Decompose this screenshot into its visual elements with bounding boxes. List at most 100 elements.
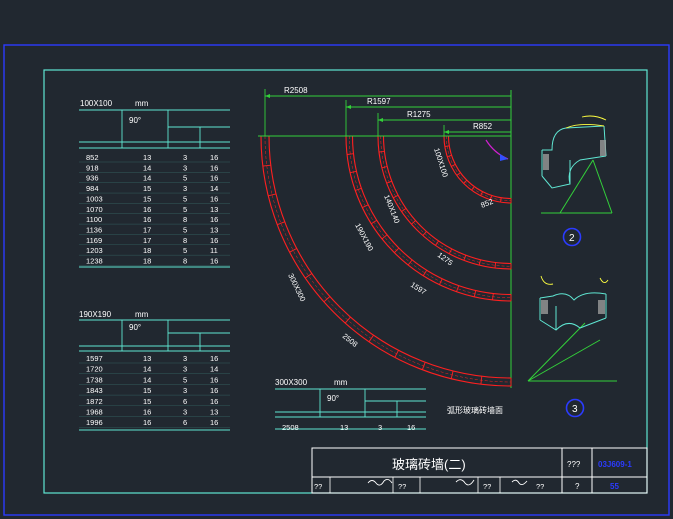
table-cell: 1597 bbox=[86, 354, 103, 363]
table-cell: 852 bbox=[86, 153, 99, 162]
table-cell: 3 bbox=[183, 163, 187, 172]
brick-joint bbox=[447, 154, 452, 158]
table-title: 190X190 bbox=[79, 310, 112, 319]
brick-joint bbox=[277, 221, 285, 226]
table-unit: mm bbox=[135, 310, 149, 319]
callout-3-label: 3 bbox=[572, 404, 578, 415]
brick-joint bbox=[344, 316, 351, 324]
title-block: 玻璃砖墙(二) ??? 03J609-1 ? 55 ?? ?? ?? ?? bbox=[311, 447, 648, 494]
table-cell: 14 bbox=[210, 184, 218, 193]
table-cell: 16 bbox=[407, 423, 415, 432]
table-cell: 16 bbox=[210, 236, 218, 245]
dim-r1597: R1597 bbox=[367, 97, 391, 106]
brick-joint bbox=[378, 150, 385, 153]
table-cell: 16 bbox=[210, 386, 218, 395]
brick-joint bbox=[478, 259, 481, 266]
arc-edge bbox=[260, 135, 512, 387]
table-unit: mm bbox=[135, 99, 149, 108]
table-cell: 5 bbox=[183, 246, 187, 255]
brick-joint bbox=[422, 231, 427, 236]
brick-joint bbox=[438, 278, 443, 285]
table-cell: 1720 bbox=[86, 365, 103, 374]
table-cell: 6 bbox=[183, 397, 187, 406]
brick-joint bbox=[305, 273, 313, 279]
dim-arrow bbox=[265, 94, 270, 98]
table-title: 100X100 bbox=[80, 99, 113, 108]
brick-arc-2 bbox=[377, 135, 512, 270]
arc-length-852: 852 bbox=[479, 197, 494, 210]
table-cell: 16 bbox=[143, 205, 151, 214]
table-cell: 8 bbox=[183, 236, 187, 245]
table-cell: 1070 bbox=[86, 205, 103, 214]
table-cell: 3 bbox=[183, 386, 187, 395]
brick-joint bbox=[368, 334, 374, 342]
table-angle: 90° bbox=[327, 394, 339, 403]
brick-joint bbox=[471, 186, 475, 191]
brick-joint bbox=[463, 255, 467, 261]
brick-joint bbox=[386, 180, 392, 184]
table-cell: 3 bbox=[378, 423, 382, 432]
table-cell: 17 bbox=[143, 236, 151, 245]
brick-joint bbox=[435, 240, 439, 246]
table-cell: 13 bbox=[143, 153, 151, 162]
brick-joint bbox=[394, 350, 399, 358]
table-cell: 5 bbox=[183, 174, 187, 183]
brick-arc-3 bbox=[443, 135, 512, 204]
detail-2-sketch: 2 bbox=[541, 115, 613, 247]
arc-edge bbox=[447, 135, 512, 200]
drawing-caption: 弧形玻璃砖墙面 bbox=[447, 405, 503, 415]
brick-joint bbox=[473, 290, 477, 297]
table-cell: 16 bbox=[210, 194, 218, 203]
table-cell: 18 bbox=[143, 246, 151, 255]
table-title: 300X300 bbox=[275, 378, 308, 387]
brick-joint bbox=[407, 259, 413, 266]
table-cell: 1169 bbox=[86, 236, 102, 245]
table-cell: 8 bbox=[183, 215, 187, 224]
brick-joint bbox=[401, 208, 407, 212]
brick-joint bbox=[448, 248, 453, 255]
table-cell: 13 bbox=[210, 408, 218, 417]
brick-joint bbox=[494, 262, 497, 269]
brick-joint bbox=[456, 172, 461, 176]
brick-joint bbox=[480, 191, 484, 196]
brick-joint bbox=[355, 187, 362, 191]
dim-arrow bbox=[444, 130, 449, 134]
brick-joint bbox=[268, 193, 277, 197]
radius-dimensions: R2508 R1597 R1275 R852 bbox=[284, 86, 493, 131]
brick-joint bbox=[463, 179, 468, 184]
page-label: ? bbox=[575, 482, 580, 491]
callout-2-label: 2 bbox=[569, 233, 575, 244]
table-cell: 16 bbox=[210, 163, 218, 172]
signature-2 bbox=[455, 479, 475, 486]
atlas-number: 03J609-1 bbox=[598, 460, 632, 469]
table-cell: 3 bbox=[183, 354, 187, 363]
brick-joint bbox=[350, 170, 357, 174]
angle-arrow bbox=[500, 154, 508, 161]
brick-joint bbox=[456, 285, 460, 292]
table-cell: 14 bbox=[143, 174, 151, 183]
brick-joint bbox=[362, 204, 369, 209]
table-cell: 1003 bbox=[86, 194, 103, 203]
dim-r852: R852 bbox=[473, 122, 493, 131]
brick-joint bbox=[323, 296, 331, 303]
brick-joint bbox=[411, 220, 416, 225]
table-cell: 5 bbox=[183, 194, 187, 203]
table-cell: 1238 bbox=[86, 257, 103, 266]
table-cell: 15 bbox=[143, 397, 151, 406]
table-cell: 13 bbox=[210, 205, 218, 214]
table-cell: 15 bbox=[143, 194, 151, 203]
page-number: 55 bbox=[610, 482, 619, 491]
table-cell: 13 bbox=[210, 225, 218, 234]
table-cell: 1968 bbox=[86, 408, 103, 417]
row-cell-1: ?? bbox=[314, 482, 322, 491]
table-cell: 8 bbox=[183, 257, 187, 266]
table-cell: 2508 bbox=[282, 423, 299, 432]
drawing-title: 玻璃砖墙(二) bbox=[392, 457, 466, 472]
table-cell: 16 bbox=[143, 215, 151, 224]
table-cell: 11 bbox=[210, 246, 218, 255]
brick-joint bbox=[381, 166, 388, 169]
